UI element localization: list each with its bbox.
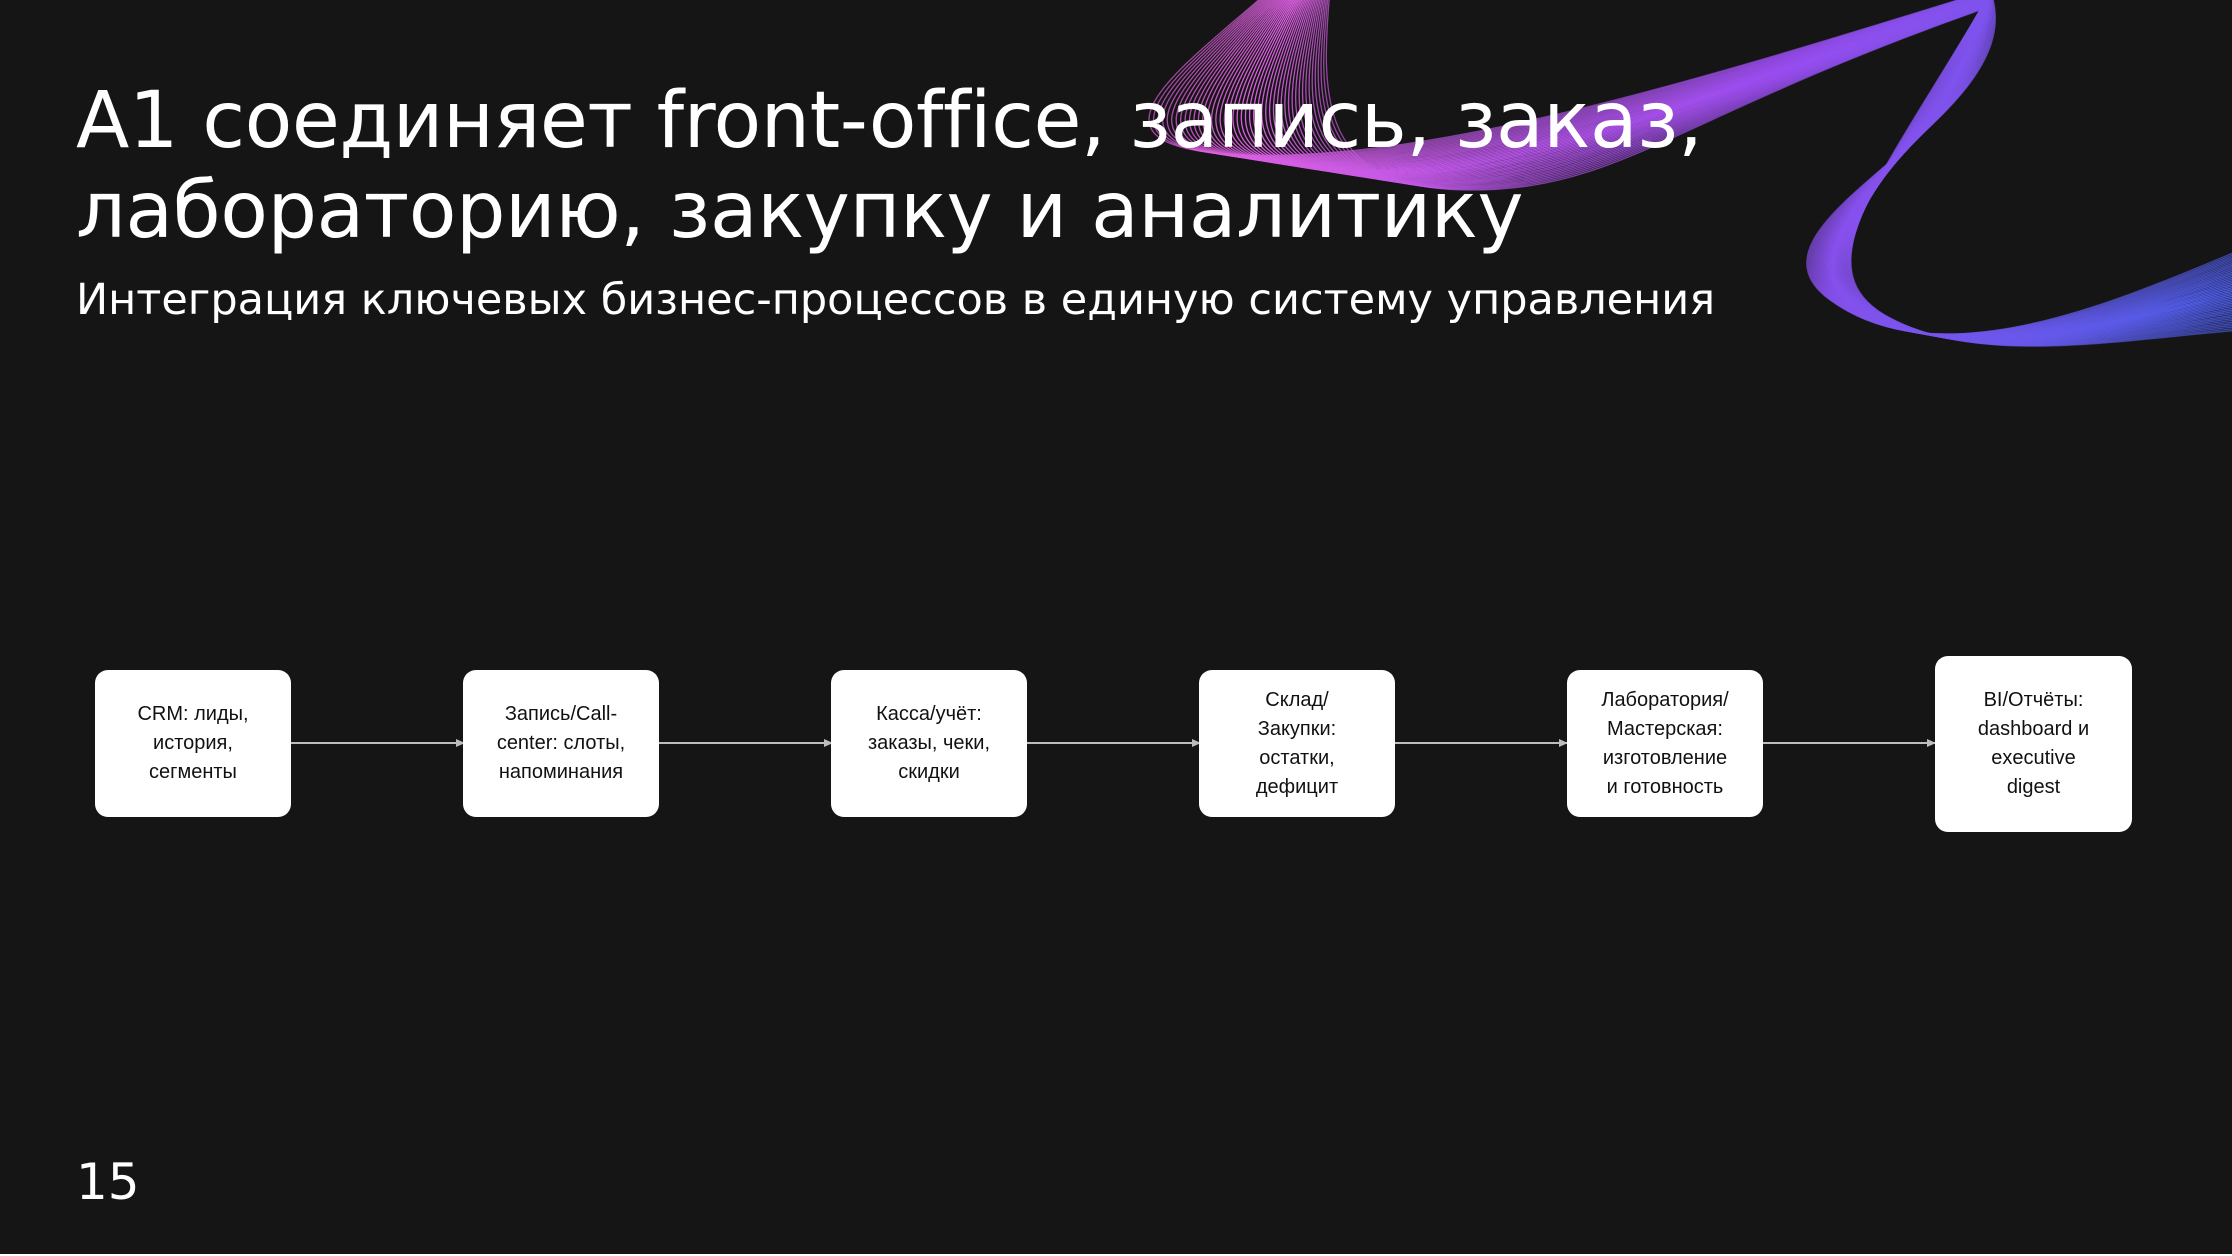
flow-step-cashdesk: Касса/учёт: заказы, чеки, скидки: [831, 670, 1027, 817]
slide-title-line-1: A1 соединяет front-office, запись, заказ…: [76, 76, 1703, 166]
flow-step-cashdesk-label: Касса/учёт: заказы, чеки, скидки: [867, 703, 991, 783]
flow-step-laboratory-label: Лаборатория/ Мастерская: изготовление и …: [1601, 688, 1729, 798]
flow-step-bi-reports: BI/Отчёты: dashboard и executive digest: [1935, 656, 2132, 832]
flow-step-booking: Запись/Call- center: слоты, напоминания: [463, 670, 659, 817]
slide-subtitle: Интеграция ключевых бизнес-процессов в е…: [76, 275, 1716, 325]
flow-step-warehouse: Склад/ Закупки: остатки, дефицит: [1199, 670, 1395, 817]
slide-title-line-2: лабораторию, закупку и аналитику: [76, 166, 1524, 256]
flow-step-bi-reports-label: BI/Отчёты: dashboard и executive digest: [1977, 689, 2090, 798]
flow-step-crm: CRM: лиды, история, сегменты: [95, 670, 291, 817]
flow-step-booking-label: Запись/Call- center: слоты, напоминания: [496, 703, 626, 783]
page-number: 15: [76, 1153, 140, 1211]
flow-step-laboratory: Лаборатория/ Мастерская: изготовление и …: [1567, 670, 1763, 817]
flow-step-crm-label: CRM: лиды, история, сегменты: [137, 703, 249, 783]
flow-step-warehouse-label: Склад/ Закупки: остатки, дефицит: [1255, 688, 1339, 798]
slide-title: A1 соединяет front-office, запись, заказ…: [76, 76, 1936, 256]
